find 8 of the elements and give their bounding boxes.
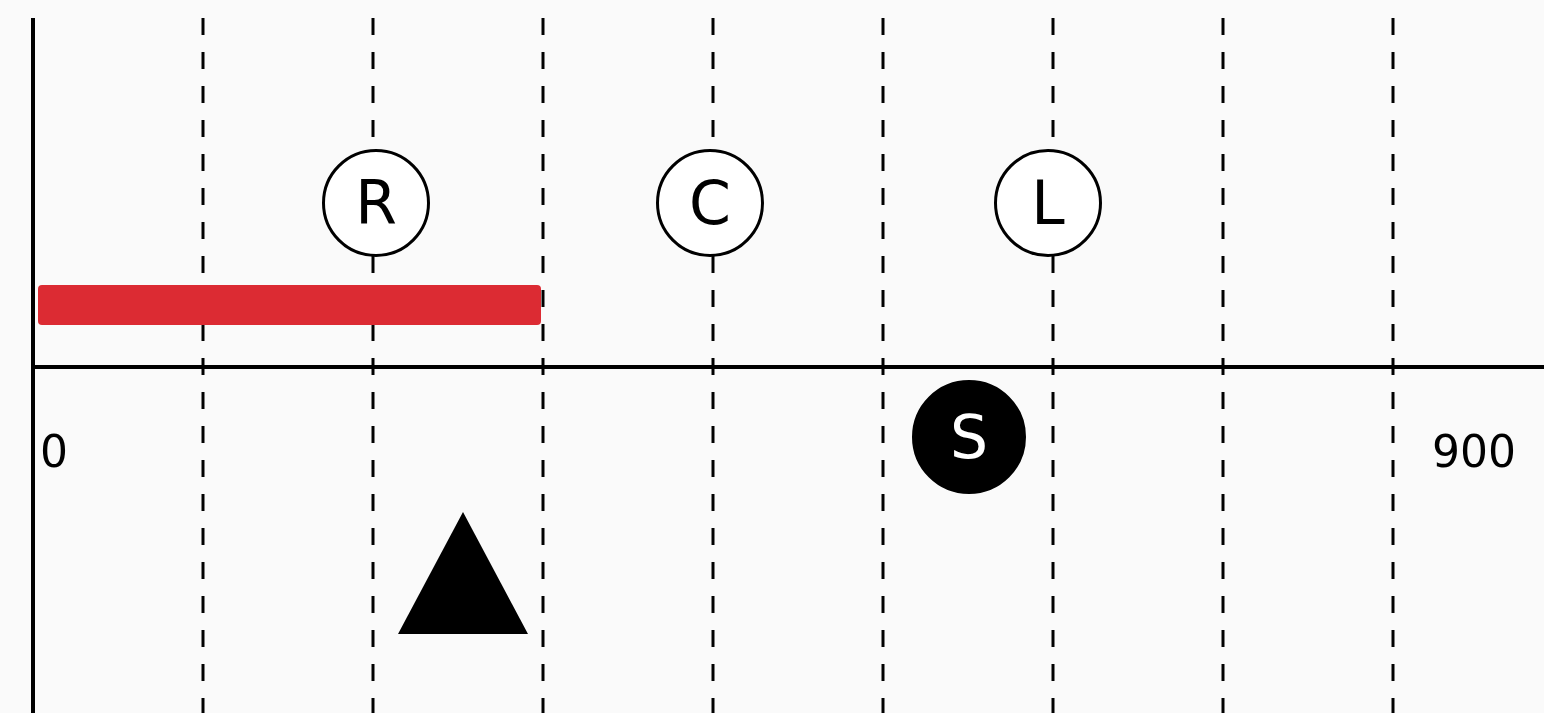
circle-marker: S: [912, 380, 1026, 494]
axis-value: 0: [40, 430, 68, 474]
circle-marker: R: [322, 149, 430, 257]
axis-value: 900: [1432, 430, 1516, 474]
circle-marker: C: [656, 149, 764, 257]
circle-marker: L: [994, 149, 1102, 257]
triangle-marker: [398, 512, 528, 634]
range-bar: [38, 285, 541, 325]
